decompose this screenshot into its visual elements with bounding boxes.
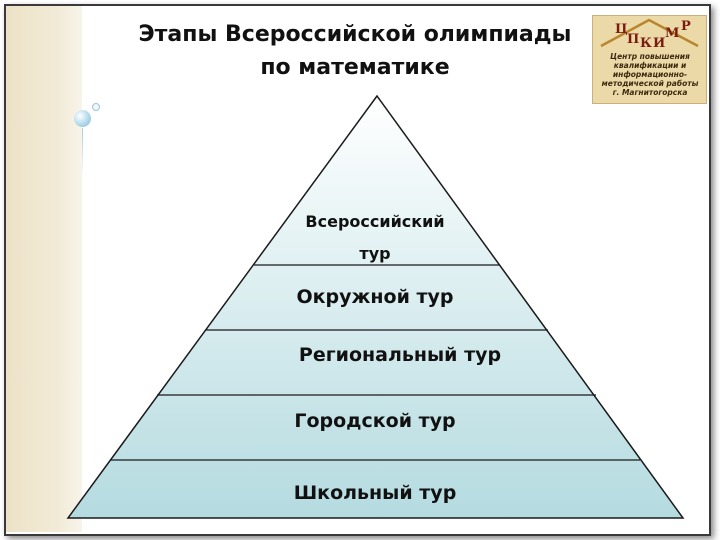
logo-text-line: г. Магнитогорска bbox=[612, 88, 688, 97]
left-decorative-band bbox=[6, 6, 82, 532]
logo-letter: К bbox=[640, 36, 652, 51]
logo-caption: Центр повышения квалификации и информаци… bbox=[597, 52, 703, 97]
logo-letter: М bbox=[665, 26, 680, 41]
logo-letter: Р bbox=[681, 19, 691, 34]
logo-letter: И bbox=[653, 36, 666, 51]
tier-label-regionalny: Региональный тур bbox=[298, 344, 502, 366]
tier-label-gorodskoy: Городской тур bbox=[294, 410, 456, 432]
tier-label-vserossiyskiy: Всероссийский тур bbox=[290, 204, 460, 272]
logo-text-line: информационно- bbox=[612, 70, 688, 79]
decorative-small-bubble-icon bbox=[92, 103, 100, 111]
tier-label-shkolny: Школьный тур bbox=[293, 482, 457, 504]
tier-label-line: тур bbox=[359, 244, 391, 263]
pyramid-body bbox=[66, 94, 685, 519]
logo-roof-icon bbox=[600, 18, 699, 48]
logo-letter: П bbox=[627, 32, 640, 47]
slide-title: Этапы Всероссийской олимпиады по математ… bbox=[95, 18, 615, 84]
logo-emblem: Ц П К И М Р bbox=[593, 16, 706, 52]
cpkimr-logo: Ц П К И М Р Центр повышения квалификации… bbox=[592, 15, 707, 104]
logo-text-line: методической работы bbox=[601, 79, 699, 88]
title-line-1: Этапы Всероссийской олимпиады bbox=[138, 22, 572, 47]
decorative-line bbox=[82, 128, 83, 178]
tier-label-line: Всероссийский bbox=[305, 212, 445, 231]
decorative-bubble-icon bbox=[74, 110, 91, 127]
tier-label-okruzhnoy: Окружной тур bbox=[296, 286, 454, 308]
logo-text-line: Центр повышения bbox=[610, 52, 690, 61]
logo-letter: Ц bbox=[615, 22, 628, 37]
title-line-2: по математике bbox=[260, 55, 450, 80]
logo-text-line: квалификации и bbox=[613, 61, 687, 70]
